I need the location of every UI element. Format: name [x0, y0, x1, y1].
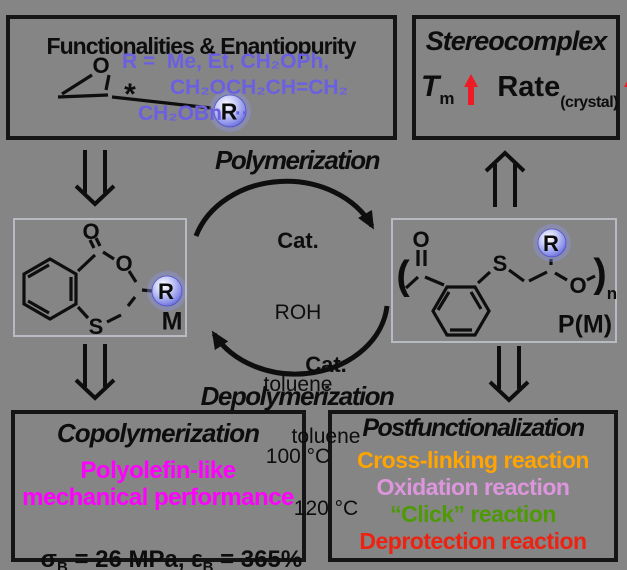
forward-cat: Cat.	[277, 228, 319, 253]
postfunc-item-crosslinking: Cross-linking reaction	[357, 447, 589, 473]
postfunc-item-deprotection: Deprotection reaction	[359, 528, 587, 554]
postfunc-item-click: “Click” reaction	[390, 501, 556, 527]
tm-subscript: m	[439, 89, 455, 108]
double-arrow-down-left-bottom	[74, 344, 116, 401]
polymer-chain-o-label: O	[569, 273, 587, 298]
stereocomplex-title: Stereocomplex	[425, 26, 608, 56]
polymer-s-label: S	[492, 251, 508, 276]
polymer-carbonyl-o-label: O	[412, 227, 430, 252]
epsilon-subscript: B	[202, 559, 214, 570]
copolymerization-box	[11, 410, 306, 562]
depolymerization-label: Depolymerization	[200, 381, 395, 411]
copolymerization-title: Copolymerization	[56, 418, 260, 448]
epsilon-symbol: ε	[191, 546, 203, 570]
epsilon-value: = 365%	[213, 546, 303, 570]
r-substituents-line1: R = Me, Et, CH₂OPh,	[122, 50, 330, 73]
reverse-conditions: Cat. toluene 120 °C	[292, 305, 361, 569]
epoxide-oxygen-label: O	[92, 53, 110, 78]
epoxide-r-sphere	[209, 90, 251, 132]
monomer-structure	[22, 237, 153, 324]
functionalities-title: Functionalities & Enantiopurity	[46, 33, 357, 59]
monomer-name: M	[161, 307, 183, 336]
polymer-close-paren: )	[593, 251, 607, 296]
rate-subscript: (crystal)	[560, 94, 618, 111]
polymer-r-label: R	[543, 231, 559, 256]
stereocomplex-box	[412, 15, 620, 140]
forward-reagent: ROH	[274, 301, 322, 324]
sigma-symbol: σ	[40, 546, 57, 570]
rate-up-arrow-icon	[624, 73, 627, 106]
r-substituents-line3: CH₂OBn ···	[138, 102, 249, 125]
polymer-structure	[404, 250, 596, 337]
copolymerization-line2: mechanical performance	[22, 484, 294, 511]
double-arrow-down-right-bottom	[488, 346, 530, 403]
functionalities-box	[6, 15, 397, 140]
stereocomplex-properties: Tm Rate(crystal)	[421, 70, 627, 112]
r-substituents-line2: CH₂OCH₂CH=CH₂	[170, 76, 348, 99]
sigma-subscript: B	[56, 559, 68, 570]
monomer-r-label: R	[158, 279, 174, 304]
monomer-ring-o-label: O	[115, 251, 133, 276]
forward-conditions: Cat. ROH toluene 100 °C	[264, 181, 333, 517]
polymerization-arrow	[193, 178, 375, 237]
depolymerization-arrow	[211, 305, 390, 377]
epoxide-r-label: R	[220, 98, 238, 125]
reverse-temp: 120 °C	[293, 497, 359, 520]
forward-solvent: toluene	[263, 373, 333, 396]
epoxide-structure	[57, 73, 212, 110]
stereocenter-mark: *	[124, 78, 136, 111]
tm-up-arrow-icon	[463, 73, 479, 106]
monomer-frame	[13, 218, 187, 337]
forward-temp: 100 °C	[265, 445, 331, 468]
polymer-r-sphere	[533, 224, 571, 262]
tm-symbol: T	[421, 70, 440, 103]
postfunc-item-oxidation: Oxidation reaction	[376, 474, 570, 500]
polymer-name: P(M)	[557, 310, 613, 339]
double-arrow-down-left-top	[74, 150, 116, 207]
polymer-n-subscript: n	[606, 284, 618, 303]
reverse-cat: Cat.	[305, 352, 347, 377]
mechanical-properties: σB = 26 MPa, εB = 365%	[14, 518, 303, 570]
monomer-r-sphere	[147, 271, 187, 311]
polymer-open-paren: (	[396, 253, 410, 298]
monomer-s-label: S	[88, 314, 104, 339]
reverse-solvent: toluene	[291, 425, 361, 448]
copolymerization-line1: Polyolefin-like	[80, 457, 236, 484]
postfunctionalization-box	[328, 410, 618, 562]
sigma-value: = 26 MPa,	[67, 546, 192, 570]
double-arrow-up-right	[484, 150, 526, 207]
polymer-frame	[391, 218, 617, 343]
rate-label: Rate	[497, 71, 561, 103]
polymerization-label: Polymerization	[215, 145, 380, 175]
postfunctionalization-title: Postfunctionalization	[362, 414, 585, 442]
monomer-carbonyl-o-label: O	[82, 219, 100, 244]
